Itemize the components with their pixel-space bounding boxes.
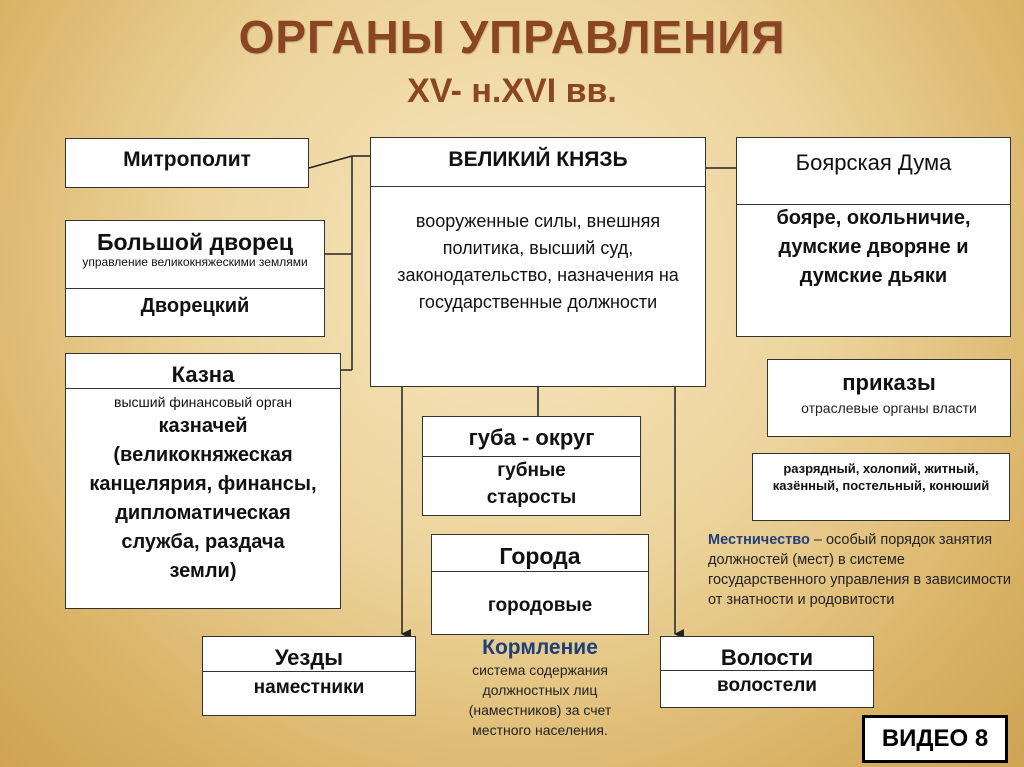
divider (371, 186, 705, 187)
mestnichestvo-text: – особый порядок занятия должностей (мес… (708, 532, 1012, 608)
great-prince-box: ВЕЛИКИЙ КНЯЗЬ вооруженные силы, внешняя … (370, 137, 706, 387)
bolshoy-dvorets-desc: управление великокняжескими землями (82, 256, 308, 269)
uezdy-title: Уезды (274, 645, 344, 670)
volosti-body: волостели (717, 675, 817, 696)
divider (432, 571, 648, 572)
kormlenie-body: система содержания должностных лиц (наме… (468, 662, 612, 738)
uezdy-body: наместники (253, 677, 365, 698)
video-button[interactable]: ВИДЕО 8 (862, 715, 1008, 763)
prikazy-box: приказы отраслевые органы власти (767, 359, 1011, 437)
page-subtitle: XV- н.XVI вв. (407, 72, 617, 110)
bolshoy-dvorets-head: Дворецкий (140, 295, 250, 317)
great-prince-body: вооруженные силы, внешняя политика, высш… (397, 211, 679, 312)
divider (203, 671, 415, 672)
divider (66, 388, 340, 389)
line-mitropolit (308, 155, 353, 169)
boyar-duma-box: Боярская Дума бояре, окольничие, думские… (736, 137, 1011, 337)
page-title: ОРГАНЫ УПРАВЛЕНИЯ (238, 11, 786, 63)
volosti-title: Волости (720, 645, 814, 670)
goroda-body: городовые (487, 595, 593, 616)
mestnichestvo-term: Местничество (708, 532, 810, 548)
kazna-box: Казна высший финансовый орган казначей (… (65, 353, 341, 609)
great-prince-title: ВЕЛИКИЙ КНЯЗЬ (448, 148, 628, 171)
divider (66, 288, 324, 289)
prikazy-desc: отраслевые органы власти (801, 400, 977, 416)
divider (737, 204, 1010, 205)
divider (423, 456, 640, 457)
goroda-title: Города (499, 543, 581, 569)
bolshoy-dvorets-title: Большой дворец (97, 229, 293, 255)
mestnichestvo-note: Местничество – особый порядок занятия до… (708, 530, 1014, 610)
volosti-box: Волости волостели (660, 636, 874, 708)
divider (661, 670, 873, 671)
boyar-duma-title: Боярская Дума (795, 150, 952, 175)
kazna-title: Казна (171, 362, 235, 387)
uezdy-box: Уезды наместники (202, 636, 416, 716)
guba-title: губа - округ (468, 425, 595, 450)
boyar-duma-body: бояре, окольничие, думские дворяне и дум… (776, 207, 971, 287)
prikazy-list: разрядный, холопий, житный, казённый, по… (772, 461, 990, 493)
guba-box: губа - округ губные старосты (422, 416, 641, 516)
goroda-box: Города городовые (431, 534, 649, 635)
kazna-desc: высший финансовый орган (114, 394, 292, 410)
bolshoy-dvorets-box: Большой дворец управление великокняжески… (65, 220, 325, 337)
kormlenie-title: Кормление (482, 636, 598, 659)
guba-body: губные старосты (486, 460, 577, 508)
mitropolit-box: Митрополит (65, 138, 309, 188)
prikazy-title: приказы (842, 370, 936, 395)
prikazy-list-box: разрядный, холопий, житный, казённый, по… (752, 453, 1010, 521)
kazna-body: казначей (великокняжеская канцелярия, фи… (89, 415, 317, 582)
kormlenie-note: Кормление система содержания должностных… (440, 636, 640, 740)
mitropolit-title: Митрополит (123, 148, 251, 171)
